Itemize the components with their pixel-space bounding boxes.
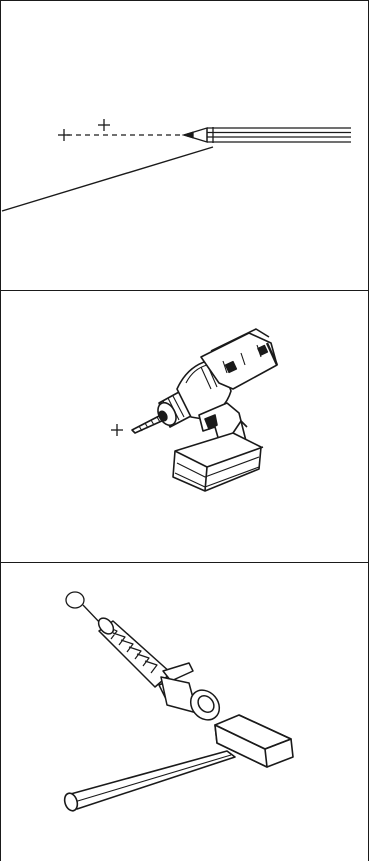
drilling-illustration [1,291,369,563]
hammer-icon [63,715,293,812]
step-panel-insert-plug [0,562,369,861]
cross-mark-icon [98,119,110,131]
hole-mark-icon [66,592,84,608]
plug-insertion-illustration [1,563,369,862]
cross-mark-icon [111,424,123,436]
wall-edge-line [2,147,213,211]
step-panel-drill-holes [0,290,369,562]
cross-mark-icon [58,129,70,141]
cordless-drill-icon [132,329,277,491]
wall-plug-icon [96,615,226,725]
marking-illustration [1,1,369,291]
pencil-icon [184,127,351,143]
step-panel-mark-holes [0,0,369,290]
